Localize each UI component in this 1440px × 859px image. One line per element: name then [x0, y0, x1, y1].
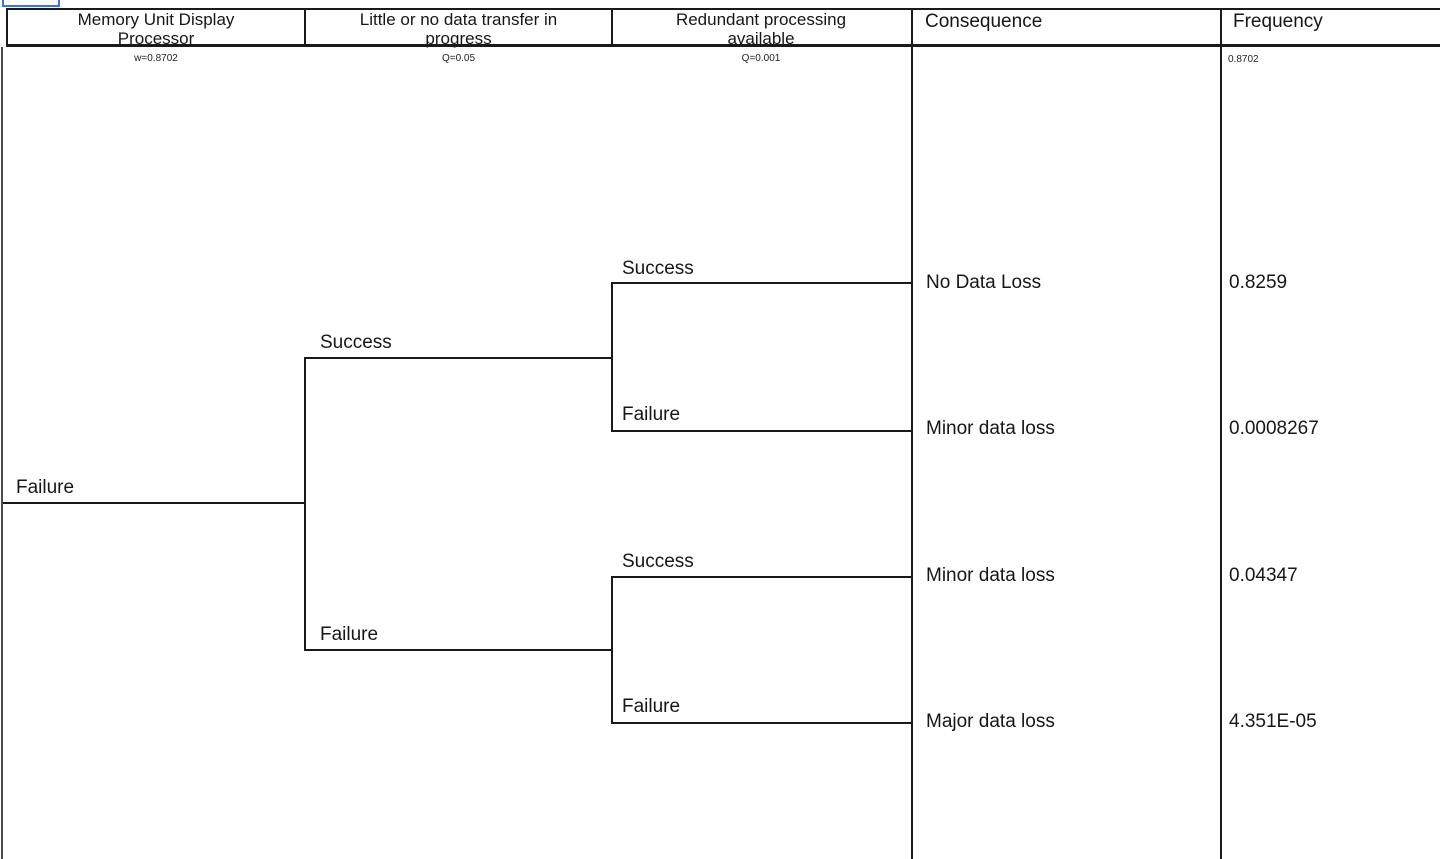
header-col-data-transfer: Little or no data transfer in progress: [306, 10, 611, 48]
header-line: progress: [425, 29, 492, 48]
header-col-consequence: Consequence: [925, 11, 1043, 32]
param-frequency-total: 0.8702: [1228, 54, 1259, 65]
level1-failure-label: Failure: [320, 624, 379, 645]
header-line: Processor: [117, 29, 195, 48]
header-line: available: [727, 29, 795, 48]
corner-tab[interactable]: [2, 0, 60, 7]
level2-upper-failure-label: Failure: [622, 404, 681, 425]
level1-success-label: Success: [320, 332, 392, 353]
branch-line-level2-upper-success: [611, 282, 912, 284]
branch-line-level2-upper-failure: [611, 430, 912, 432]
header-col-initiating-event: Memory Unit Display Processor: [8, 10, 304, 48]
branch-line-level2-lower-success: [611, 576, 912, 578]
consequence-value: Minor data loss: [926, 565, 1055, 586]
header-band: [6, 8, 1440, 47]
param-initiating-event: w=0.8702: [134, 53, 178, 64]
consequence-column-divider: [911, 8, 913, 859]
header-col-frequency: Frequency: [1233, 11, 1323, 32]
branch-line-root: [3, 502, 306, 504]
frequency-value: 0.0008267: [1229, 418, 1319, 439]
branch-line-level2-lower-failure: [611, 722, 912, 724]
branch-fork-level1: [304, 357, 306, 651]
header-divider-col1-col2: [304, 8, 306, 47]
branch-line-level1-success: [304, 357, 613, 359]
left-page-edge: [1, 47, 3, 859]
level2-lower-failure-label: Failure: [622, 696, 681, 717]
header-divider-col2-col3: [611, 8, 613, 47]
branch-fork-level2-upper: [611, 282, 613, 432]
frequency-column-divider: [1220, 8, 1222, 859]
consequence-value: Major data loss: [926, 711, 1055, 732]
frequency-value: 0.8259: [1229, 272, 1288, 293]
frequency-value: 4.351E-05: [1229, 711, 1317, 732]
param-data-transfer: Q=0.05: [441, 53, 476, 64]
level2-lower-success-label: Success: [622, 551, 694, 572]
param-redundant-processing: Q=0.001: [741, 53, 781, 64]
consequence-value: Minor data loss: [926, 418, 1055, 439]
frequency-value: 0.04347: [1229, 565, 1298, 586]
root-branch-label: Failure: [16, 477, 75, 498]
consequence-value: No Data Loss: [926, 272, 1042, 293]
branch-line-level1-failure: [304, 649, 613, 651]
branch-fork-level2-lower: [611, 576, 613, 724]
header-line: Memory Unit Display: [77, 10, 235, 29]
header-line: Little or no data transfer in: [359, 10, 558, 29]
level2-upper-success-label: Success: [622, 258, 694, 279]
header-line: Redundant processing: [675, 10, 847, 29]
header-col-redundant-processing: Redundant processing available: [613, 10, 909, 48]
